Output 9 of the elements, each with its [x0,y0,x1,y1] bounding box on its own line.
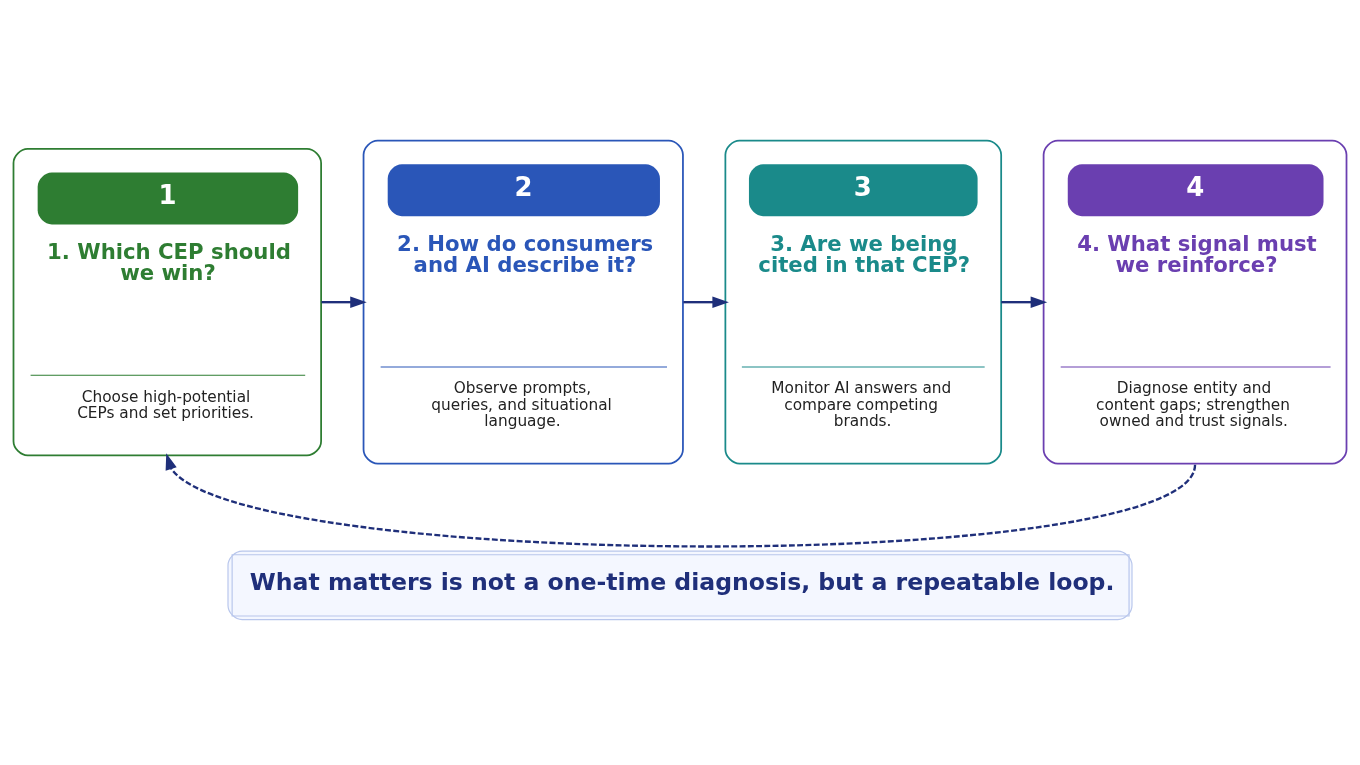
node-box: 2 2. How do consumers and AI describe it? Observe prompts, queries, and situational language. [362,139,684,465]
arrow [1001,296,1048,308]
node-box: 1 1. Which CEP should we win? Choose high-potential CEPs and set priorities. [12,148,322,457]
arrow [321,296,367,308]
node-box: 4 4. What signal must we reinforce? Diagnose entity and content gaps; strengthen owned and trust signals. [1042,139,1348,465]
arrow [165,453,1196,548]
arrow [683,296,729,308]
caption: What matters is not a one-time diagnosis, but a repeatable loop. [249,568,1115,597]
node-box: 3 3. Are we being cited in that CEP? Monitor AI answers and compare competing brands. [724,139,1003,465]
